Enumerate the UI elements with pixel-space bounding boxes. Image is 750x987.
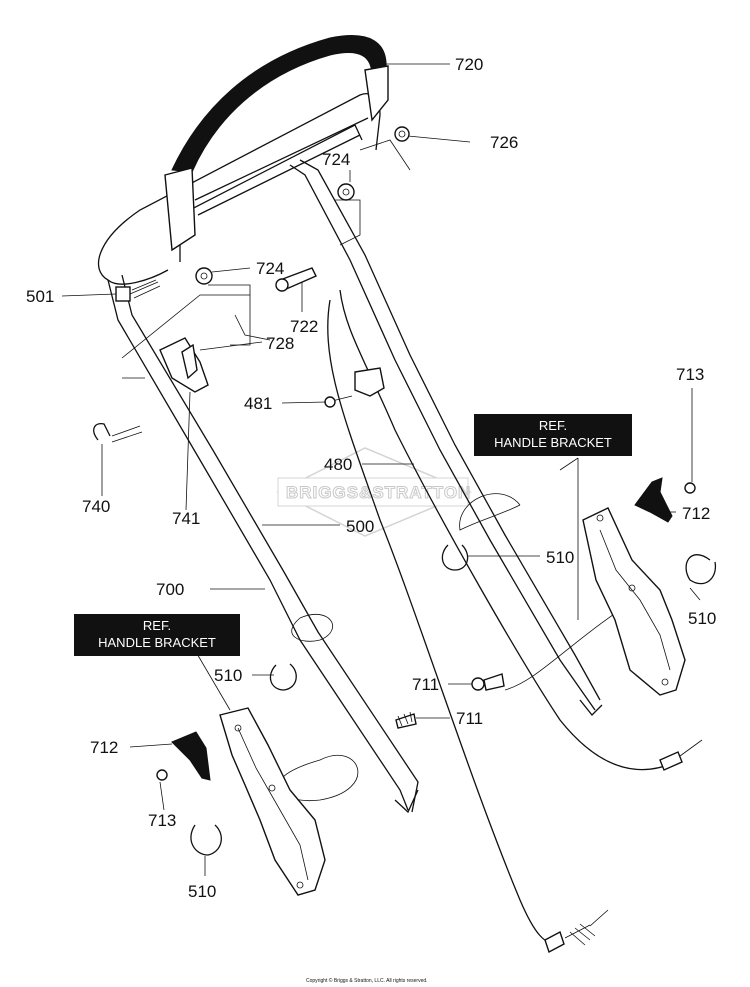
ref-right-line2: HANDLE BRACKET	[494, 435, 612, 450]
leader-lines	[61, 63, 701, 876]
label-712-right: 712	[682, 504, 710, 523]
ref-box-right: REF. HANDLE BRACKET	[474, 414, 632, 456]
label-510-center: 510	[546, 548, 574, 567]
ref-left-line2: HANDLE BRACKET	[98, 635, 216, 650]
label-481: 481	[244, 394, 272, 413]
label-724-lower: 724	[256, 259, 284, 278]
label-713-left: 713	[148, 811, 176, 830]
hardware	[93, 126, 505, 729]
assembly-linework	[121, 139, 651, 802]
watermark-logo: BRIGGS&STRATTON	[276, 447, 472, 537]
label-700: 700	[156, 580, 184, 599]
label-728: 728	[266, 334, 294, 353]
label-500: 500	[346, 517, 374, 536]
label-724-upper: 724	[322, 150, 350, 169]
label-501: 501	[26, 287, 54, 306]
label-712-left: 712	[90, 738, 118, 757]
label-510-left-lower: 510	[188, 882, 216, 901]
right-handle-bracket	[441, 477, 717, 696]
label-740: 740	[82, 497, 110, 516]
control-cable	[327, 289, 703, 954]
label-726: 726	[490, 133, 518, 152]
copyright-notice: Copyright © Briggs & Stratton, LLC. All …	[306, 977, 428, 984]
lower-handle-tubes	[107, 159, 603, 814]
label-713-right: 713	[676, 365, 704, 384]
part-labels: 720 726 724 724 501 722 728 713 481 480 …	[26, 55, 716, 901]
label-480: 480	[324, 455, 352, 474]
label-711-right: 711	[412, 675, 439, 694]
ref-box-left: REF. HANDLE BRACKET	[74, 614, 240, 656]
label-711-center: 711	[456, 709, 483, 728]
upper-handle	[97, 35, 389, 285]
ref-right-line1: REF.	[539, 418, 567, 433]
label-510-left-upper: 510	[214, 666, 242, 685]
ref-left-line1: REF.	[143, 618, 171, 633]
watermark-text: BRIGGS&STRATTON	[286, 483, 471, 502]
label-722: 722	[290, 317, 318, 336]
label-510-right: 510	[688, 609, 716, 628]
label-720: 720	[455, 55, 483, 74]
left-handle-bracket	[156, 663, 326, 896]
label-741: 741	[172, 509, 200, 528]
